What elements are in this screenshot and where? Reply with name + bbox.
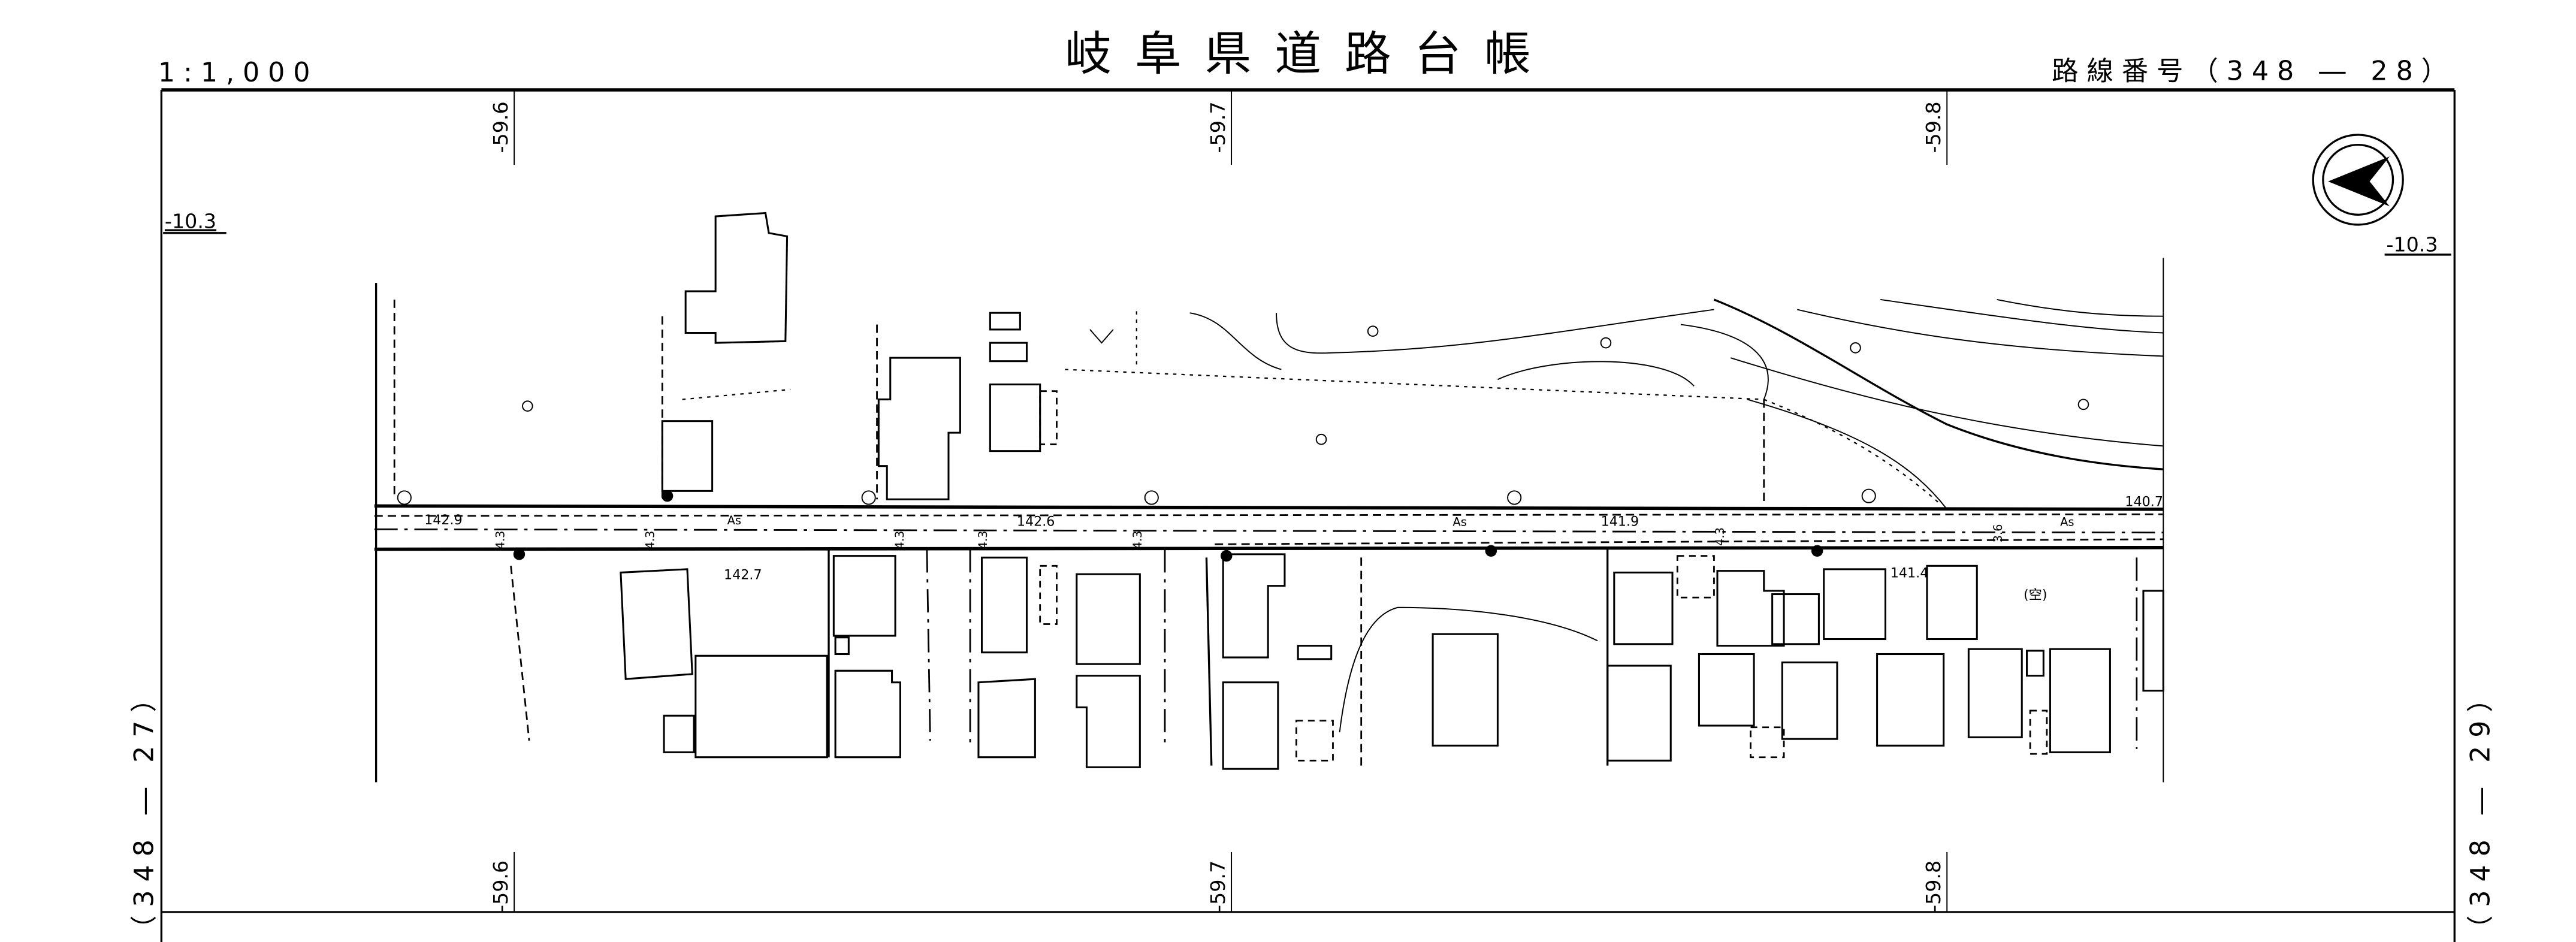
- grid-label-right: -10.3: [2386, 233, 2438, 256]
- road-width-label: 4.3: [1131, 531, 1144, 550]
- grid-label-top: -59.6: [489, 101, 512, 153]
- road-width-label: 4.3: [1713, 527, 1727, 546]
- adjacent-sheet-left: （348 ― 27）: [129, 677, 159, 942]
- grid-label-top: -59.7: [1206, 101, 1230, 153]
- elevation-label: 142.6: [1017, 514, 1055, 530]
- map-frame: [160, 88, 2456, 942]
- grid-label-top: -59.8: [1922, 101, 1945, 153]
- surface-label: As: [2060, 515, 2074, 529]
- road-width-label: 4.3: [643, 531, 657, 550]
- route-number: 路線番号（348 ― 28）: [2052, 56, 2456, 86]
- road: [374, 258, 2164, 783]
- road-width-label: 4.3: [893, 531, 907, 550]
- scale-label: 1:1,000: [158, 58, 319, 88]
- grid-label-bottom: -59.7: [1206, 861, 1230, 912]
- north-side-features: [397, 212, 2164, 562]
- elevation-label: 140.7: [2125, 494, 2163, 509]
- elevation-label: 141.4: [1891, 566, 1929, 581]
- north-arrow-icon: [2312, 134, 2404, 226]
- grid-label-bottom: -59.8: [1922, 861, 1945, 912]
- road-width-label: 3.6: [1991, 524, 2005, 543]
- adjacent-sheet-right: （348 ― 29）: [2466, 677, 2496, 942]
- sheet-title: 岐阜県道路台帳: [1065, 28, 1554, 81]
- elevation-label: 141.9: [1601, 514, 1639, 530]
- surface-label: As: [727, 514, 741, 527]
- road-width-label: 4.3: [493, 531, 507, 550]
- grid-ticks: [514, 89, 1948, 913]
- grid-label-bottom: -59.6: [489, 861, 512, 912]
- grid-label-left: -10.3: [165, 210, 216, 233]
- vacant-lot-label: (空): [2024, 587, 2047, 603]
- surface-label: As: [1452, 515, 1466, 529]
- south-side-buildings: [510, 549, 2164, 770]
- elevation-label: 142.9: [424, 512, 463, 528]
- road-width-label: 4.3: [976, 531, 990, 550]
- elevation-label: 142.7: [724, 567, 762, 583]
